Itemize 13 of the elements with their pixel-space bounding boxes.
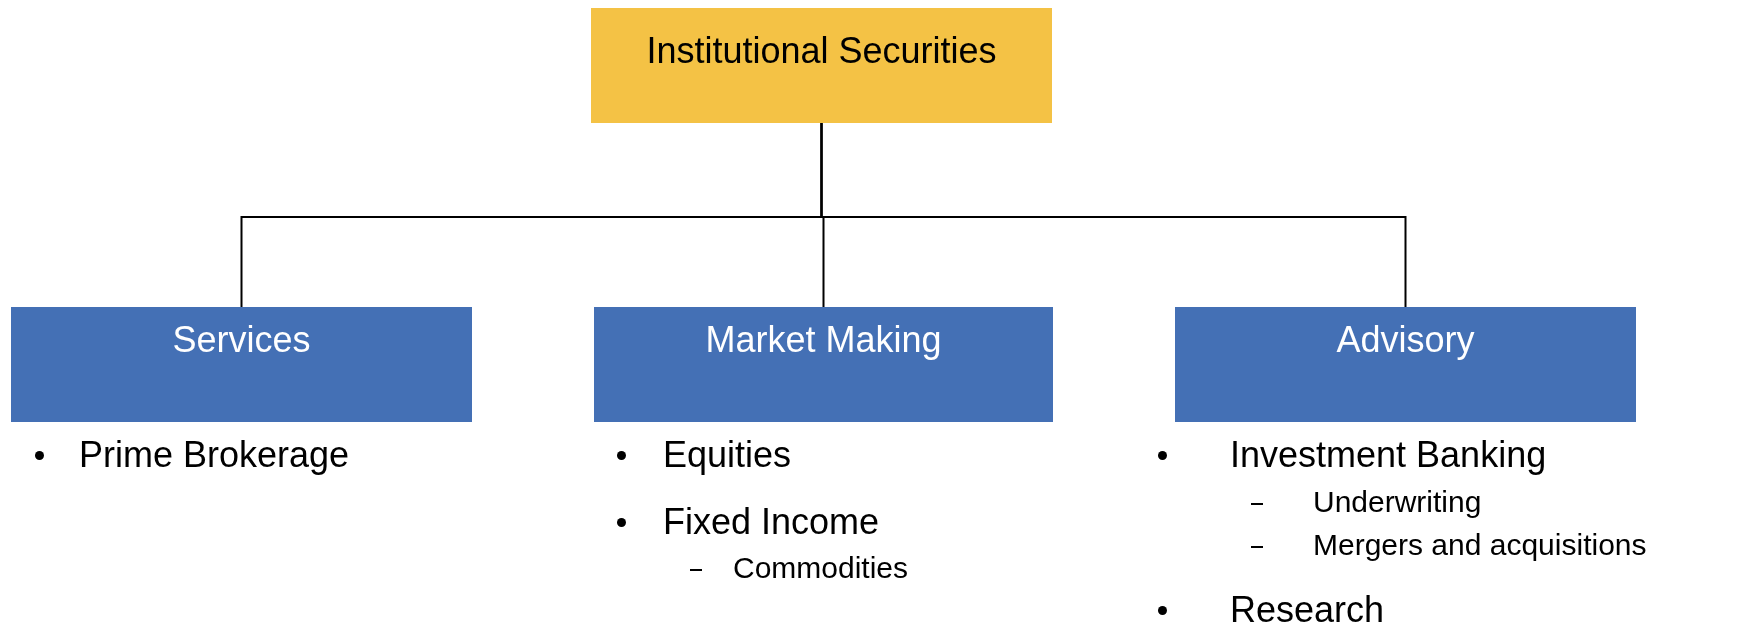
list-item-text: Equities [663, 434, 792, 476]
division-box: Advisory [1175, 307, 1636, 422]
division-box: Services [11, 307, 472, 422]
list-item-text: Commodities [733, 551, 909, 585]
list-item-text: Fixed Income [663, 501, 880, 543]
list-item-text: Research [1230, 589, 1385, 629]
list-item-text: Mergers and acquisitions [1313, 528, 1647, 562]
division-box: Market Making [594, 307, 1053, 422]
list-item-text: Investment Banking [1230, 434, 1547, 476]
connector-line [820, 122, 1407, 308]
root-box: Institutional Securities [591, 8, 1052, 123]
list-item-text: Prime Brokerage [79, 434, 350, 476]
list-item-text: Underwriting [1313, 485, 1482, 519]
